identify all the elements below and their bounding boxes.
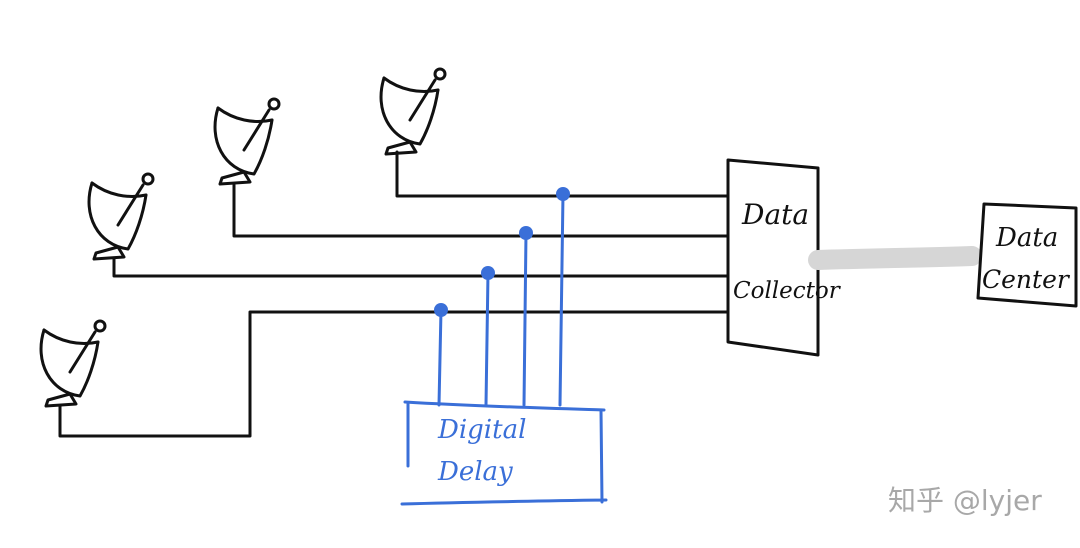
data-collector-box: Data Collector bbox=[726, 158, 842, 357]
delay-tap-line bbox=[522, 231, 528, 407]
signal-wire bbox=[112, 256, 730, 278]
data-center-box: Data Center bbox=[976, 202, 1078, 308]
delay-tap-line bbox=[558, 192, 565, 407]
signal-wire bbox=[395, 150, 730, 198]
delay-tap-dot bbox=[481, 266, 495, 280]
delay-label-line1: Digital bbox=[437, 415, 526, 445]
collector-label-line2: Collector bbox=[733, 278, 842, 304]
signal-wire bbox=[58, 310, 730, 438]
delay-tap-line bbox=[437, 308, 443, 407]
center-label-line2: Center bbox=[982, 265, 1071, 294]
delay-tap-dot bbox=[556, 187, 570, 201]
network-link bbox=[808, 246, 982, 270]
center-label-line1: Data bbox=[995, 223, 1058, 253]
antenna-dish-icon bbox=[213, 97, 281, 186]
antenna-dish-icon bbox=[39, 319, 107, 408]
delay-taps bbox=[434, 187, 570, 407]
delay-tap-dot bbox=[519, 226, 533, 240]
delay-tap-line bbox=[484, 271, 490, 407]
antenna-dish-icon bbox=[87, 172, 155, 261]
delay-tap-dot bbox=[434, 303, 448, 317]
digital-delay-box: Digital Delay bbox=[400, 400, 608, 506]
watermark-text: 知乎 @lyjer bbox=[888, 484, 1042, 517]
collector-label-line1: Data bbox=[741, 198, 809, 231]
delay-label-line2: Delay bbox=[437, 457, 513, 487]
signal-wire bbox=[232, 183, 730, 238]
antenna-dish-icon bbox=[379, 67, 447, 156]
